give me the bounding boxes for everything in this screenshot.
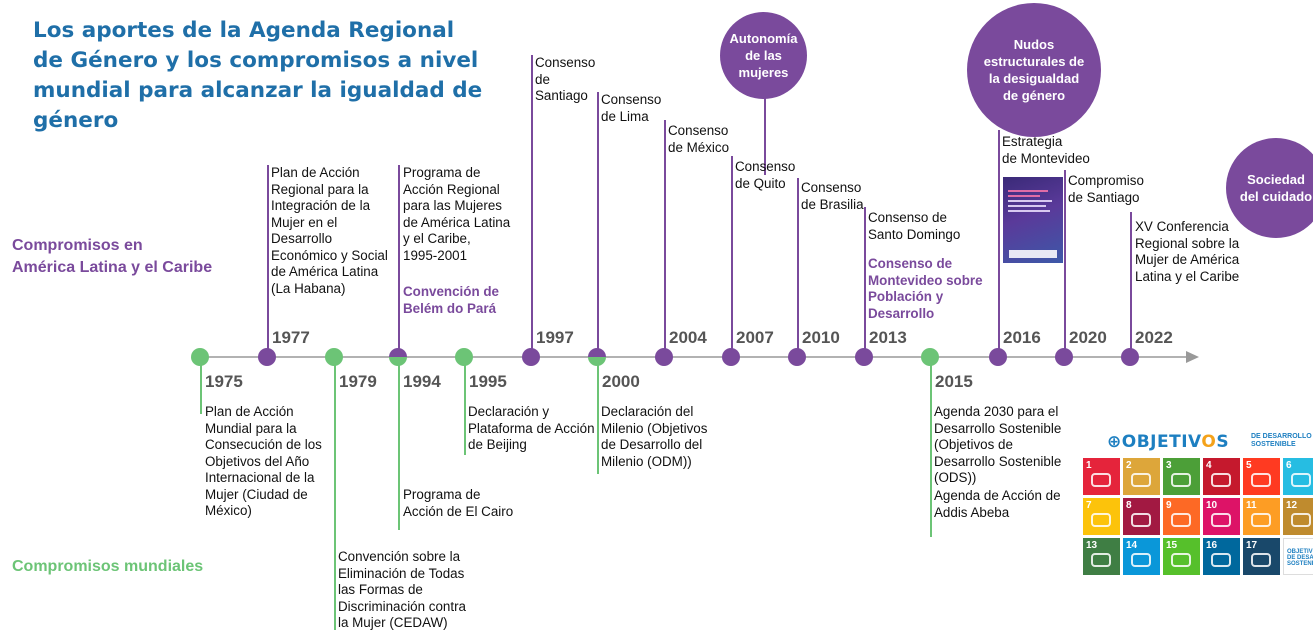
- text-1995: Declaración y Plataforma de Acción de Be…: [468, 404, 595, 452]
- sdg-tile-8: 8: [1123, 498, 1160, 535]
- theme-circle-cuidado: Sociedad del cuidado: [1226, 138, 1313, 238]
- text-2015-addis: Agenda de Acción de Addis Abeba: [934, 488, 1061, 520]
- timeline-dot-1977: [258, 348, 276, 366]
- timeline-dot-2007: [722, 348, 740, 366]
- text-2013: Consenso de Santo Domingo: [868, 210, 961, 242]
- sdg-tile-4: 4: [1203, 458, 1240, 495]
- sdg-subheading: DE DESARROLLO SOSTENIBLE: [1251, 433, 1312, 448]
- year-2016: 2016: [1003, 328, 1041, 347]
- year-1979: 1979: [339, 372, 377, 391]
- year-2020: 2020: [1069, 328, 1107, 347]
- connector-2015: [930, 357, 932, 537]
- connector-2000-up: [597, 92, 599, 357]
- text-1997: Consenso de Santiago: [535, 55, 596, 103]
- timeline-dot-2020: [1055, 348, 1073, 366]
- connector-1975: [200, 357, 202, 414]
- theme-circle-autonomia: Autonomía de las mujeres: [720, 12, 807, 99]
- connector-1994-up: [398, 165, 400, 357]
- text-2016: Estrategia de Montevideo: [1002, 134, 1090, 166]
- timeline-arrow: [1186, 351, 1199, 363]
- text-1977: Plan de Acción Regional para la Integrac…: [271, 165, 388, 296]
- sdg-heading: ⊕OBJETIVOS: [1107, 432, 1230, 452]
- year-1994: 1994: [403, 372, 441, 391]
- year-1995: 1995: [469, 372, 507, 391]
- connector-2010: [797, 178, 799, 357]
- timeline-dot-2022: [1121, 348, 1139, 366]
- text-2000-mundial: Declaración del Milenio (Objetivos de De…: [601, 404, 708, 469]
- sdg-tile-3: 3: [1163, 458, 1200, 495]
- connector-2016: [998, 130, 1000, 357]
- sdg-tile-12: 12: [1283, 498, 1313, 535]
- year-2004: 2004: [669, 328, 707, 347]
- year-1977: 1977: [272, 328, 310, 347]
- year-2010: 2010: [802, 328, 840, 347]
- connector-2007-theme: [764, 85, 766, 175]
- sdg-tiles-grid: 1234567891011121314151617OBJETIVOS DE DE…: [1083, 458, 1313, 575]
- year-2022: 2022: [1135, 328, 1173, 347]
- timeline-dot-2004: [655, 348, 673, 366]
- sdg-tile-6: 6: [1283, 458, 1313, 495]
- page-title: Los aportes de la Agenda Regional de Gén…: [33, 18, 483, 133]
- text-2004: Consenso de México: [668, 123, 730, 155]
- sdg-tile-5: 5: [1243, 458, 1280, 495]
- connector-1995: [464, 357, 466, 455]
- connector-1994-down: [398, 357, 400, 530]
- connector-2000-down: [597, 357, 599, 474]
- montevideo-strategy-cover-image: [1003, 177, 1063, 263]
- sdg-tile-logo: OBJETIVOS DE DESARROLLO SOSTENIBLE: [1283, 538, 1313, 575]
- sdg-tile-9: 9: [1163, 498, 1200, 535]
- text-1975: Plan de Acción Mundial para la Consecuci…: [205, 404, 322, 518]
- text-1979: Convención sobre la Eliminación de Todas…: [338, 549, 466, 630]
- sdg-tile-7: 7: [1083, 498, 1120, 535]
- sdg-tile-2: 2: [1123, 458, 1160, 495]
- sdg-tile-10: 10: [1203, 498, 1240, 535]
- text-1994-regional: Programa de Acción Regional para las Muj…: [403, 165, 511, 263]
- sdg-tile-1: 1: [1083, 458, 1120, 495]
- regional-commitments-label: Compromisos en América Latina y el Carib…: [12, 237, 213, 276]
- year-1997: 1997: [536, 328, 574, 347]
- highlight-montevideo-consensus: Consenso de Montevideo sobre Población y…: [868, 256, 983, 321]
- sdg-tile-15: 15: [1163, 538, 1200, 575]
- year-2000: 2000: [602, 372, 640, 391]
- text-2010: Consenso de Brasilia: [801, 180, 864, 212]
- year-2007: 2007: [736, 328, 774, 347]
- sdg-tile-14: 14: [1123, 538, 1160, 575]
- connector-2013: [864, 207, 866, 357]
- globe-icon: ⊕: [1107, 432, 1122, 452]
- connector-2007: [731, 156, 733, 357]
- year-2015: 2015: [935, 372, 973, 391]
- text-2020: Compromiso de Santiago: [1068, 173, 1144, 205]
- timeline-dot-2016: [989, 348, 1007, 366]
- text-1994-mundial: Programa de Acción de El Cairo: [403, 487, 514, 519]
- sdg-tile-11: 11: [1243, 498, 1280, 535]
- connector-1979: [334, 357, 336, 630]
- timeline-dot-1997: [522, 348, 540, 366]
- text-2000-regional: Consenso de Lima: [601, 92, 662, 124]
- sdg-tile-16: 16: [1203, 538, 1240, 575]
- sdg-tile-17: 17: [1243, 538, 1280, 575]
- theme-circle-nudos: Nudos estructurales de la desigualdad de…: [967, 3, 1101, 137]
- text-2015: Agenda 2030 para el Desarrollo Sostenibl…: [934, 404, 1062, 485]
- sdg-tile-13: 13: [1083, 538, 1120, 575]
- connector-1977: [267, 165, 269, 357]
- text-2022: XV Conferencia Regional sobre la Mujer d…: [1135, 219, 1240, 284]
- year-2013: 2013: [869, 328, 907, 347]
- text-2007: Consenso de Quito: [735, 159, 796, 191]
- connector-2022: [1130, 212, 1132, 357]
- connector-2004: [664, 120, 666, 357]
- timeline-dot-2013: [855, 348, 873, 366]
- connector-2020: [1064, 170, 1066, 357]
- world-commitments-label: Compromisos mundiales: [12, 558, 204, 575]
- timeline-dot-2010: [788, 348, 806, 366]
- year-1975: 1975: [205, 372, 243, 391]
- connector-1997: [531, 55, 533, 357]
- highlight-belem-do-para: Convención de Belém do Pará: [403, 284, 499, 316]
